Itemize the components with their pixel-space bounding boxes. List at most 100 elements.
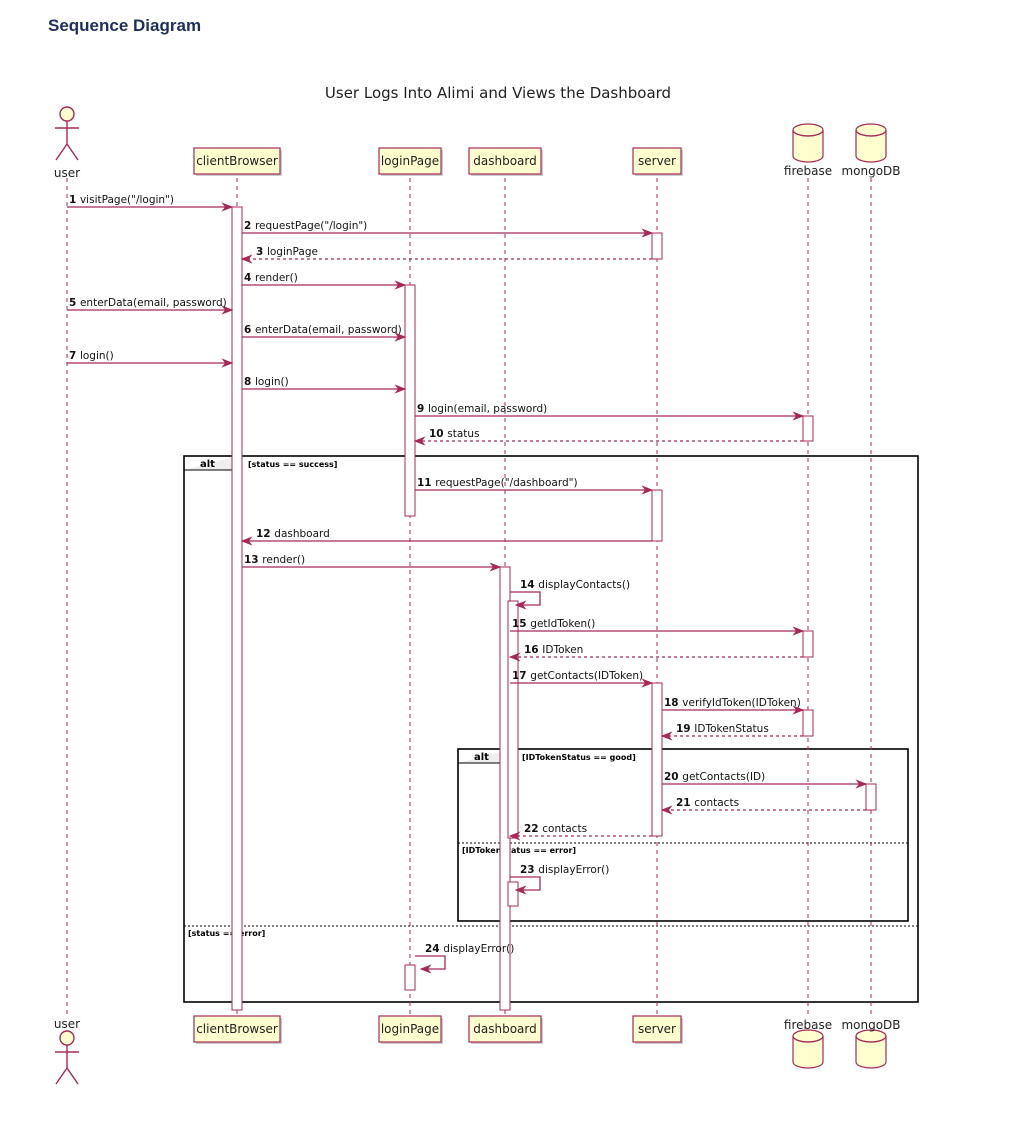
activation-layer	[231, 206, 877, 1011]
message-label: 21 contacts	[676, 797, 739, 809]
message-label: 11 requestPage("/dashboard")	[417, 477, 578, 489]
message-label: 22 contacts	[524, 823, 587, 835]
message-text: render()	[255, 272, 298, 284]
message-text: verifyIdToken(IDToken)	[682, 697, 801, 709]
message-arrow	[510, 591, 541, 610]
message-22: 22 contacts	[508, 823, 652, 841]
message-6: 6 enterData(email, password)	[242, 324, 407, 342]
database-bottom: mongoDB	[841, 1018, 901, 1069]
message-text: requestPage("/dashboard")	[435, 477, 577, 489]
message-label: 9 login(email, password)	[417, 403, 547, 415]
message-label: 7 login()	[69, 350, 114, 362]
actor-leg-right	[66, 1067, 79, 1085]
message-text: getContacts(ID)	[682, 771, 765, 783]
database-top: firebase	[784, 123, 832, 178]
message-3: 3 loginPage	[240, 246, 652, 264]
participant-label: firebase	[784, 1018, 832, 1032]
message-7: 7 login()	[67, 350, 234, 368]
message-text: displayContacts()	[538, 579, 630, 591]
message-label: 6 enterData(email, password)	[244, 324, 402, 336]
message-number: 6	[244, 324, 255, 336]
participant-box-bottom: server	[632, 1015, 683, 1044]
activation-bar	[651, 489, 663, 542]
message-label: 19 IDTokenStatus	[676, 723, 769, 735]
fragment-operator: alt	[474, 752, 489, 763]
participant-label: clientBrowser	[196, 154, 278, 168]
participant-label: user	[54, 1017, 80, 1031]
participant-box	[193, 147, 281, 175]
participant-label: mongoDB	[841, 164, 900, 178]
message-label: 12 dashboard	[256, 528, 330, 540]
message-text: getIdToken()	[530, 618, 595, 630]
participant-box	[378, 1015, 442, 1043]
fragment-frame	[183, 455, 919, 1003]
message-24: 24 displayError()	[415, 943, 514, 974]
message-number: 23	[520, 864, 538, 876]
message-11: 11 requestPage("/dashboard")	[415, 477, 654, 495]
message-label: 15 getIdToken()	[512, 618, 595, 630]
participant-box-bottom: loginPage	[378, 1015, 443, 1044]
fragment-frame	[457, 748, 909, 922]
message-9: 9 login(email, password)	[415, 403, 805, 421]
message-number: 2	[244, 220, 255, 232]
message-20: 20 getContacts(ID)	[662, 771, 868, 789]
message-number: 8	[244, 376, 255, 388]
message-19: 19 IDTokenStatus	[660, 723, 803, 741]
participant-box-top: clientBrowser	[193, 147, 282, 176]
message-text: contacts	[542, 823, 587, 835]
message-13: 13 render()	[242, 554, 502, 572]
message-text: dashboard	[274, 528, 330, 540]
fragment-else-guard: [status == error]	[188, 929, 265, 938]
participant-label: server	[638, 1022, 676, 1036]
database-rim	[792, 1035, 824, 1043]
message-label: 16 IDToken	[524, 644, 583, 656]
participant-box-top: loginPage	[378, 147, 443, 176]
message-text: visitPage("/login")	[80, 194, 174, 206]
message-number: 1	[69, 194, 80, 206]
activation-bar	[651, 232, 663, 260]
participant-box	[193, 1015, 281, 1043]
message-arrow	[415, 955, 446, 974]
database-rim	[855, 129, 887, 137]
activation-bar	[231, 206, 243, 1011]
database-rim	[792, 129, 824, 137]
message-label: 10 status	[429, 428, 480, 440]
fragment-operator: alt	[200, 459, 215, 470]
message-text: getContacts(IDToken)	[530, 670, 643, 682]
participant-label: firebase	[784, 164, 832, 178]
database-body	[792, 1036, 824, 1069]
actor-bottom: user	[54, 1017, 80, 1085]
message-label: 14 displayContacts()	[520, 579, 630, 591]
message-text: loginPage	[267, 246, 318, 258]
participant-box	[632, 1015, 682, 1043]
participant-label: dashboard	[473, 154, 536, 168]
message-8: 8 login()	[242, 376, 407, 394]
database-bottom: firebase	[784, 1018, 832, 1069]
participant-box	[378, 147, 442, 175]
diagram-title: User Logs Into Alimi and Views the Dashb…	[325, 84, 671, 102]
participant-box-bottom: dashboard	[468, 1015, 543, 1044]
message-label: 20 getContacts(ID)	[664, 771, 765, 783]
message-number: 7	[69, 350, 80, 362]
actor-leg-left	[55, 1067, 68, 1085]
message-number: 5	[69, 297, 80, 309]
database-body	[855, 130, 887, 163]
message-text: enterData(email, password)	[255, 324, 402, 336]
message-number: 17	[512, 670, 530, 682]
participant-label: clientBrowser	[196, 1022, 278, 1036]
message-label: 5 enterData(email, password)	[69, 297, 227, 309]
database-rim	[855, 1035, 887, 1043]
message-text: IDTokenStatus	[694, 723, 769, 735]
message-14: 14 displayContacts()	[510, 579, 630, 610]
message-number: 21	[676, 797, 694, 809]
activation-bar	[802, 415, 814, 442]
message-number: 11	[417, 477, 435, 489]
message-16: 16 IDToken	[508, 644, 803, 662]
message-text: contacts	[694, 797, 739, 809]
participant-label: user	[54, 166, 80, 180]
participant-box	[468, 1015, 542, 1043]
message-label: 3 loginPage	[256, 246, 318, 258]
message-layer: 1 visitPage("/login")2 requestPage("/log…	[67, 194, 868, 974]
fragment-else-guard: [IDTokenStatus == error]	[462, 846, 576, 855]
message-number: 12	[256, 528, 274, 540]
